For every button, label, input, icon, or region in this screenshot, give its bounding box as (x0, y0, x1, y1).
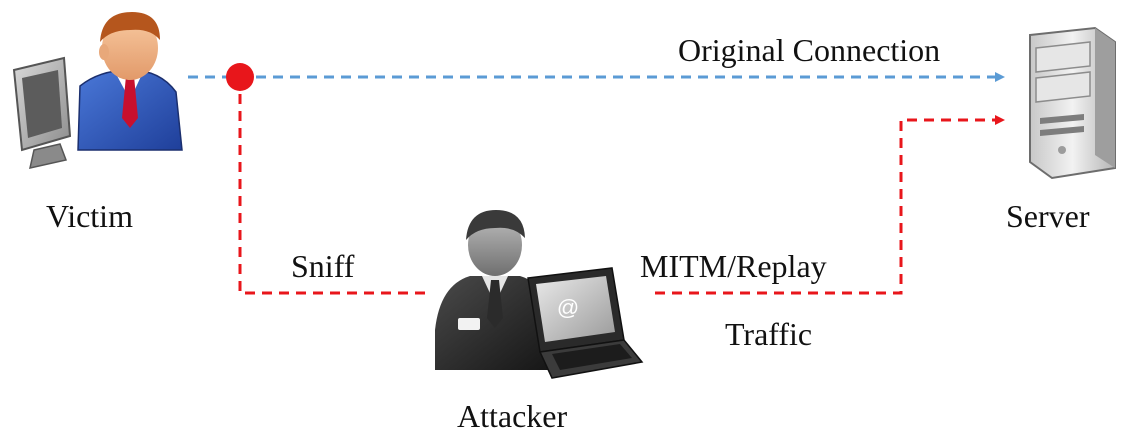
traffic-label: Traffic (725, 316, 813, 352)
server-label: Server (1006, 198, 1090, 234)
original-connection-label: Original Connection (678, 32, 941, 68)
tap-point-dot (226, 63, 254, 91)
victim-computer-user-icon (12, 12, 183, 169)
sniff-label: Sniff (291, 248, 355, 284)
victim-label: Victim (46, 198, 133, 234)
server-tower-icon (1029, 26, 1116, 180)
attacker-label: Attacker (457, 398, 568, 434)
mitm-replay-edge (655, 115, 1005, 295)
attacker-laptop-icon: @ (435, 210, 644, 379)
mitm-replay-label: MITM/Replay (640, 248, 827, 284)
sniff-edge (238, 77, 428, 295)
svg-text:@: @ (557, 295, 579, 320)
